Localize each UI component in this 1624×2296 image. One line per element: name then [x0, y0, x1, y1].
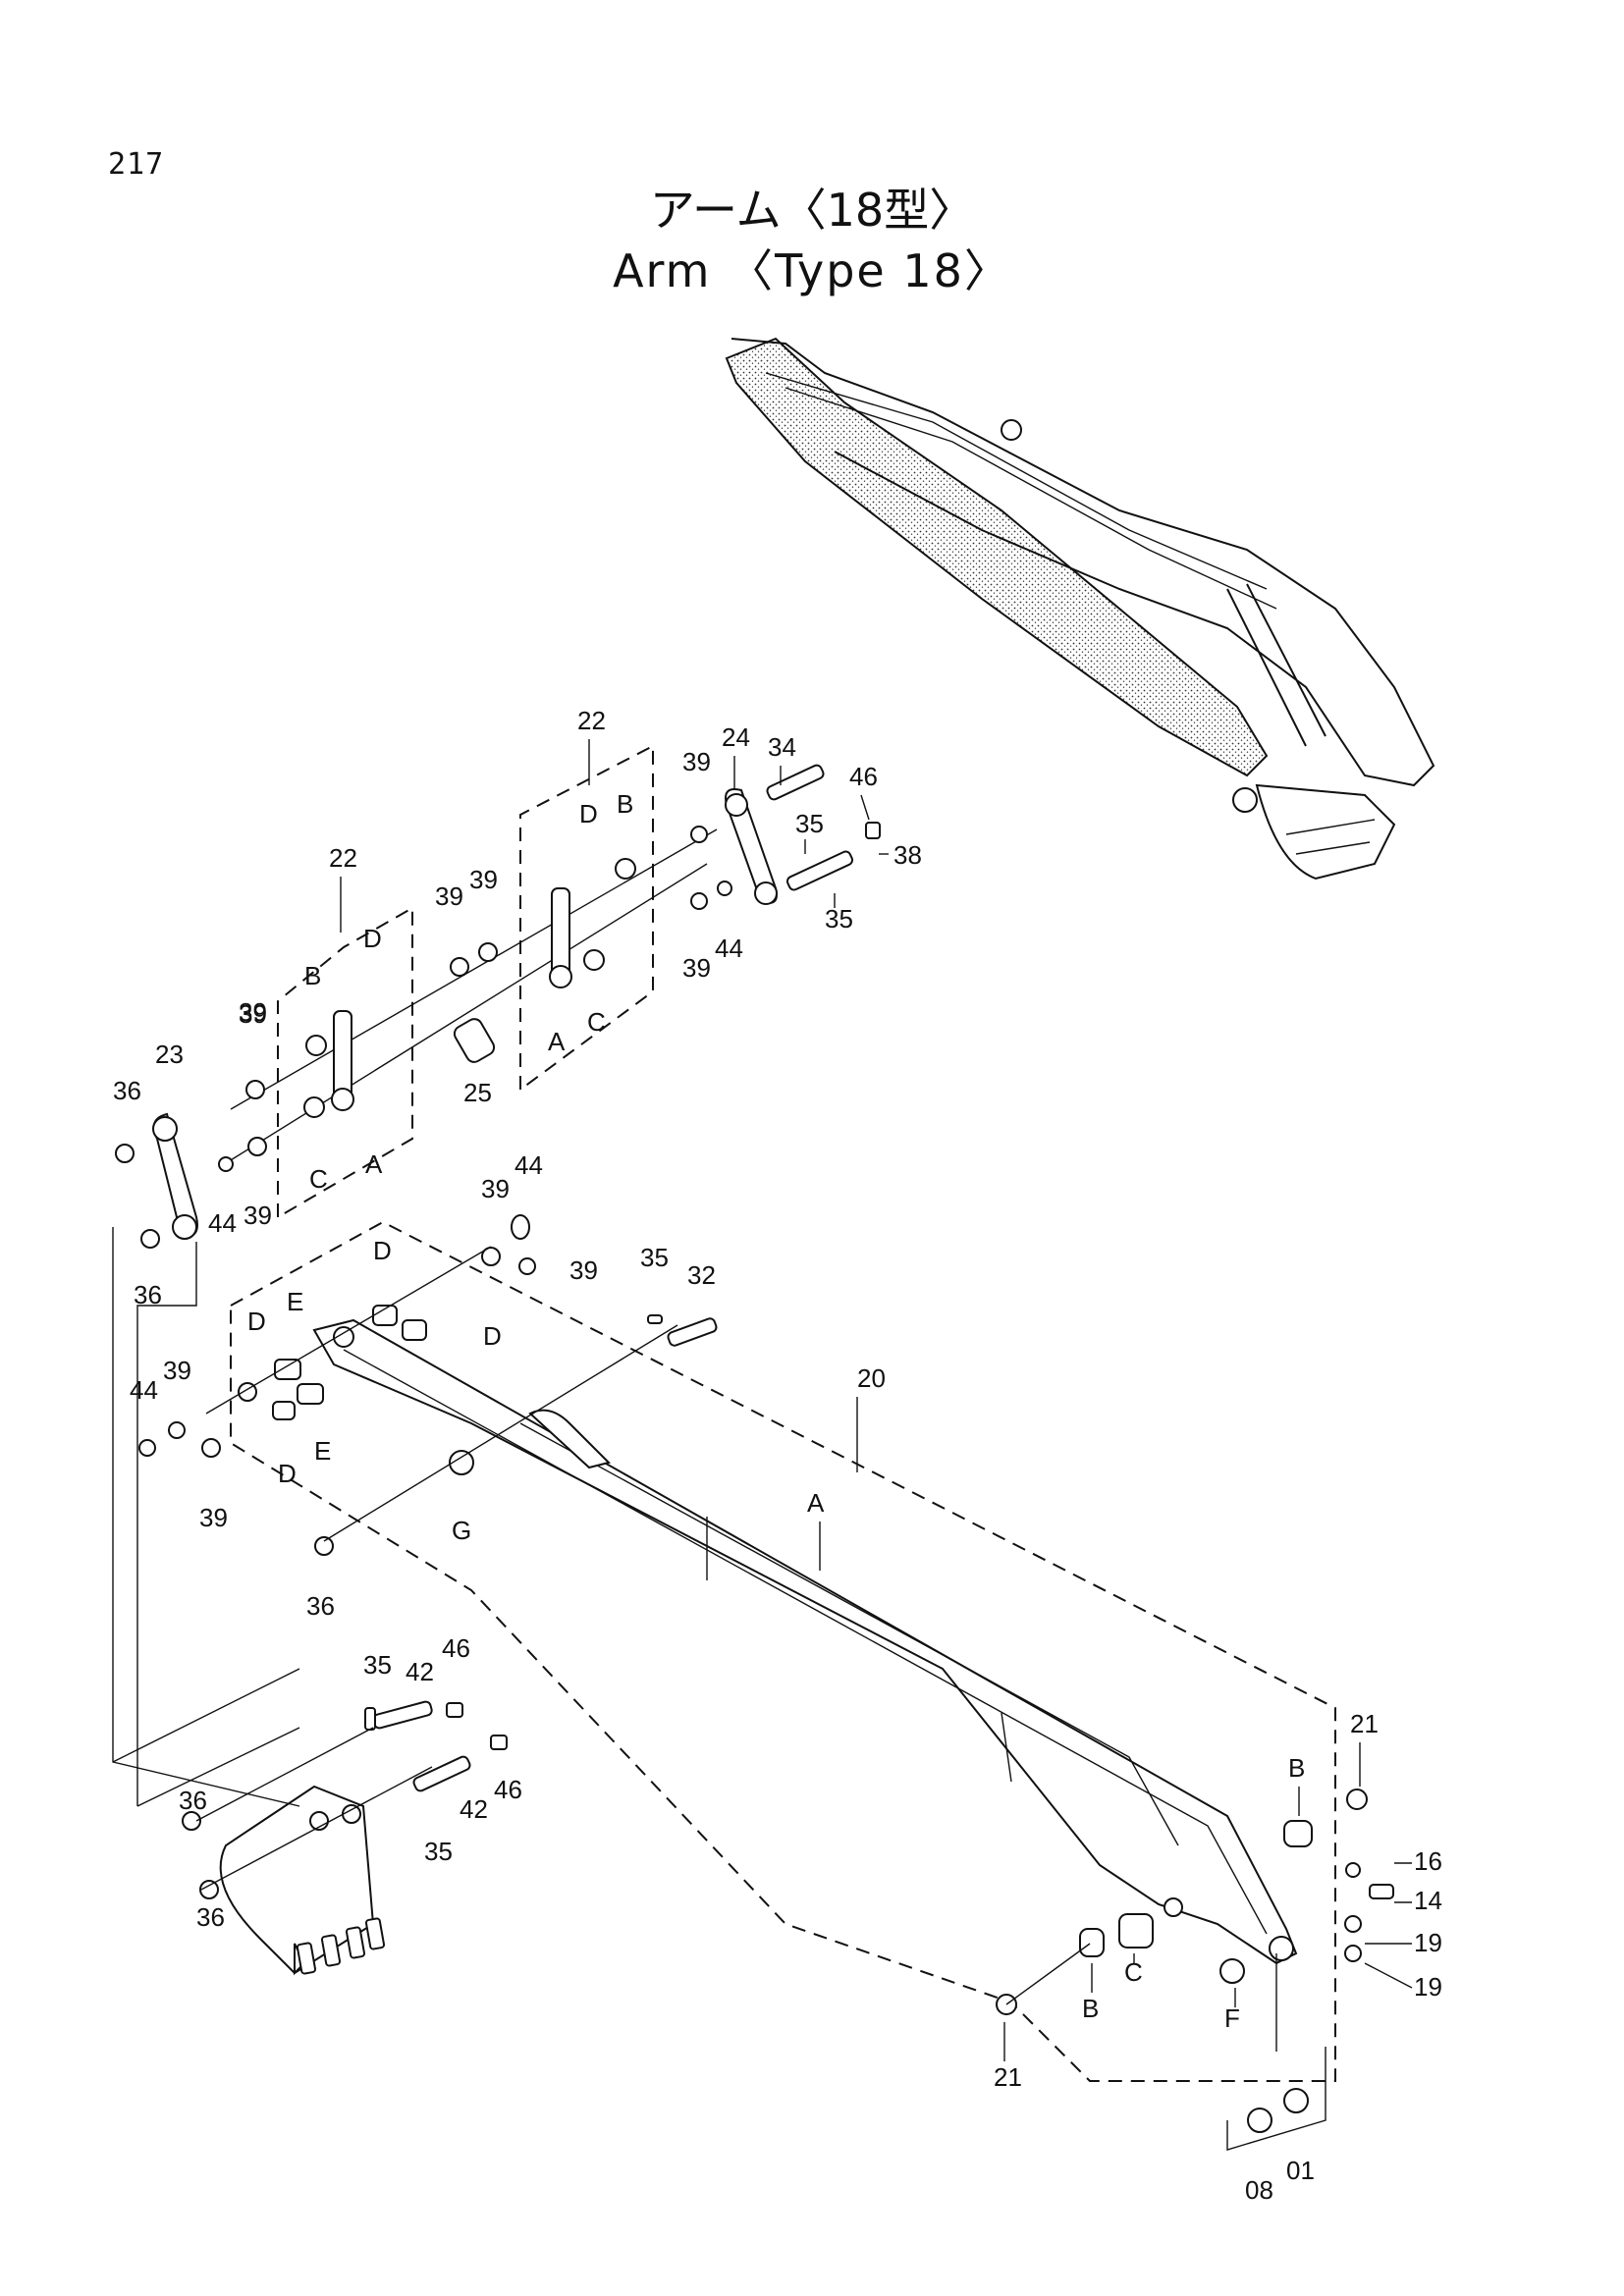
- callout-C: C: [1124, 1957, 1143, 1987]
- callout-36: 36: [113, 1076, 141, 1105]
- callout-23: 23: [155, 1040, 184, 1069]
- title-japanese: アーム〈18型〉: [649, 184, 975, 237]
- callout-39: 39: [481, 1174, 510, 1203]
- callout-42: 42: [460, 1794, 488, 1824]
- callout-C: C: [309, 1164, 328, 1194]
- callout-A: A: [548, 1027, 566, 1056]
- callout-38: 38: [893, 840, 922, 870]
- link-group: [112, 744, 881, 1807]
- callout-01: 01: [1286, 2156, 1315, 2185]
- callout-G: G: [452, 1516, 471, 1545]
- callout-44: 44: [208, 1208, 237, 1238]
- main-arm: [138, 1214, 1394, 2151]
- callout-36: 36: [196, 1902, 225, 1932]
- callout-35: 35: [363, 1650, 392, 1680]
- callout-36: 36: [306, 1591, 335, 1621]
- callout-B: B: [1288, 1753, 1305, 1783]
- callout-E: E: [287, 1287, 303, 1316]
- callout-36: 36: [179, 1786, 207, 1815]
- callout-44: 44: [514, 1150, 543, 1180]
- callout-39: 39: [682, 953, 711, 983]
- callout-19: 19: [1414, 1928, 1442, 1957]
- callout-32: 32: [687, 1260, 716, 1290]
- callout-34: 34: [768, 732, 796, 762]
- callout-08: 08: [1245, 2175, 1273, 2205]
- callout-D: D: [579, 799, 598, 828]
- leader-lines: [340, 739, 1413, 2061]
- callout-D: D: [363, 924, 382, 953]
- callout-21: 21: [1350, 1709, 1379, 1738]
- callout-A: A: [365, 1149, 383, 1179]
- callout-44: 44: [130, 1375, 158, 1405]
- callout-A: A: [807, 1488, 825, 1518]
- callout-39: 39: [244, 1201, 272, 1230]
- callout-25: 25: [463, 1078, 492, 1107]
- callout-35: 35: [825, 904, 853, 934]
- callout-F: F: [1224, 2003, 1240, 2033]
- callout-labels: 34 35 46 38 35 24 39 44 39 22 22 D B C A…: [113, 706, 1442, 2205]
- callout-39: 39: [239, 997, 267, 1027]
- callout-35: 35: [640, 1243, 669, 1272]
- title-english: Arm 〈Type 18〉: [613, 244, 1011, 297]
- callout-D: D: [483, 1321, 502, 1351]
- callout-46: 46: [849, 762, 878, 791]
- bucket-assembly: [182, 1700, 508, 1976]
- overview-arm-sketch: [725, 337, 1435, 881]
- callout-C: C: [587, 1007, 606, 1037]
- callout-D: D: [278, 1459, 297, 1488]
- callout-39: 39: [435, 881, 463, 911]
- callout-39: 39: [682, 747, 711, 776]
- callout-35: 35: [424, 1837, 453, 1866]
- callout-B: B: [1082, 1994, 1099, 2023]
- callout-16: 16: [1414, 1846, 1442, 1876]
- callout-46: 46: [442, 1633, 470, 1663]
- callout-36: 36: [134, 1280, 162, 1309]
- callout-22: 22: [329, 843, 357, 873]
- callout-35: 35: [795, 809, 824, 838]
- callout-21: 21: [994, 2062, 1022, 2092]
- callout-E: E: [314, 1436, 331, 1466]
- callout-B: B: [617, 789, 633, 819]
- callout-44: 44: [715, 934, 743, 963]
- callout-39: 39: [569, 1255, 598, 1285]
- callout-39: 39: [469, 865, 498, 894]
- callout-39: 39: [239, 999, 267, 1029]
- callout-B: B: [304, 961, 321, 990]
- page-number: 217: [108, 147, 165, 182]
- callout-22: 22: [577, 706, 606, 735]
- callout-19: 19: [1414, 1972, 1442, 2002]
- callout-39: 39: [163, 1356, 191, 1385]
- callout-46: 46: [494, 1775, 522, 1804]
- callout-39: 39: [199, 1503, 228, 1532]
- callout-24: 24: [722, 722, 750, 752]
- callout-14: 14: [1414, 1886, 1442, 1915]
- callout-D: D: [373, 1236, 392, 1265]
- callout-42: 42: [406, 1657, 434, 1686]
- callout-20: 20: [857, 1363, 886, 1393]
- callout-D: D: [247, 1307, 266, 1336]
